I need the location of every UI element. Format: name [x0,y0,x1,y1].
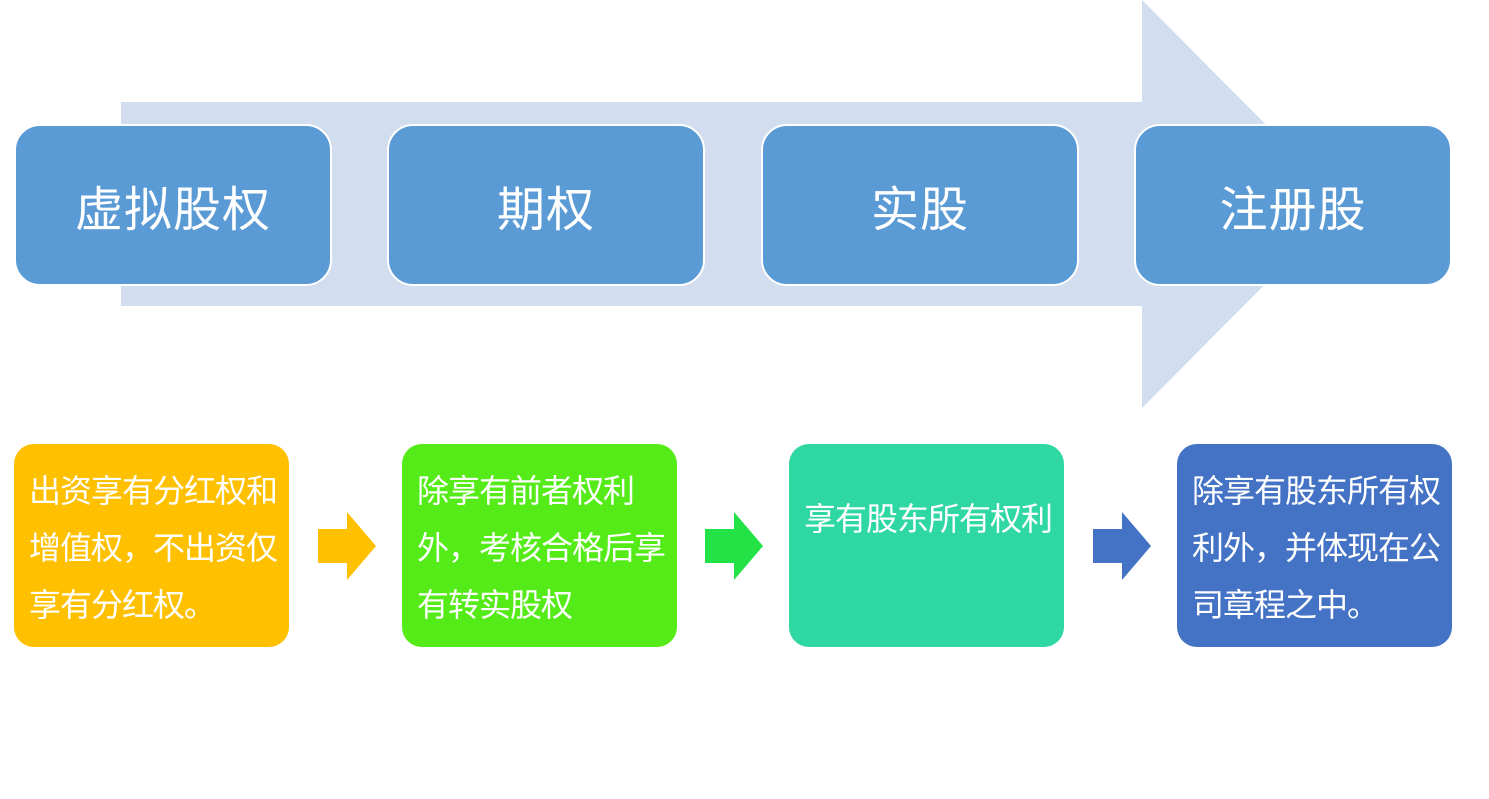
stage-box-options: 期权 [387,124,705,286]
connector-arrow-2 [705,512,763,580]
stage-box-virtual-equity: 虚拟股权 [14,124,332,286]
description-box-virtual-equity: 出资享有分红权和增值权，不出资仅享有分红权。 [14,444,289,647]
stage-box-registered-shares: 注册股 [1134,124,1452,286]
connector-arrow-3 [1093,512,1151,580]
stage-box-actual-shares: 实股 [761,124,1079,286]
connector-arrow-1 [318,512,376,580]
description-box-registered-shares: 除享有股东所有权利外，并体现在公司章程之中。 [1177,444,1452,647]
process-arrow-shape [121,0,1345,408]
description-box-actual-shares: 享有股东所有权利 [789,444,1064,647]
description-box-options: 除享有前者权利外，考核合格后享有转实股权 [402,444,677,647]
